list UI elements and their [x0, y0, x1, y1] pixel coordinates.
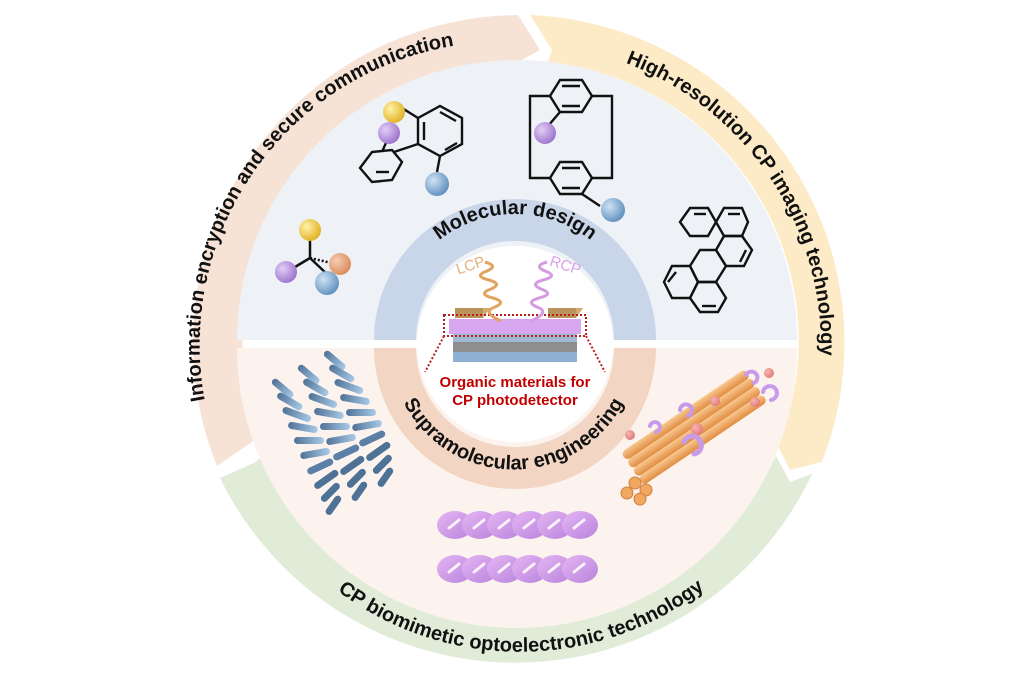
helical-ring-array-illustration-icon	[435, 511, 600, 585]
helical-stack-illustration-icon	[271, 349, 395, 515]
outer-segment-information-encryption	[193, 15, 540, 466]
outer-segment-cp-imaging	[530, 15, 845, 470]
outer-segment-biomimetic	[220, 448, 812, 663]
tetrahedral-molecule-icon	[275, 219, 351, 295]
paracyclophane-molecule-icon	[528, 78, 625, 222]
inner-ring-bottom	[374, 348, 656, 489]
lcp-helix-icon	[479, 260, 502, 323]
inner-ring-top	[374, 199, 656, 340]
center-title-line1: Organic materials for	[440, 374, 591, 391]
center-title-line2: CP photodetector	[452, 392, 578, 409]
photodetector-device-icon: LCP RCP	[424, 253, 606, 373]
helicene-molecule-icon	[662, 206, 754, 314]
axially-chiral-molecule-icon	[358, 101, 464, 196]
outer-ring	[193, 15, 845, 663]
fiber-bundle-illustration-icon	[620, 368, 779, 506]
rcp-helix-icon	[530, 260, 553, 323]
